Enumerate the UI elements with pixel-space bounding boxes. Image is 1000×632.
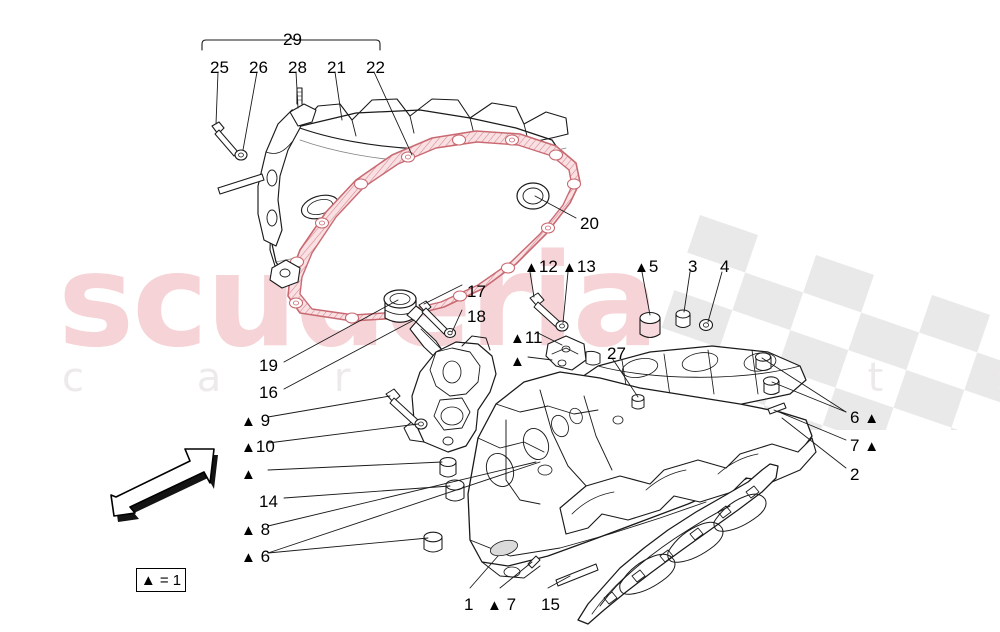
callout-22: 22 xyxy=(366,58,385,77)
triangle-marker: ▲ xyxy=(864,410,880,427)
callout-12: ▲12 xyxy=(524,258,558,275)
bolt-9-part xyxy=(385,388,419,426)
callout-9: ▲ 9 xyxy=(241,412,270,429)
callout-20: 20 xyxy=(580,214,599,233)
callout-6-left: ▲ 6 xyxy=(241,548,270,565)
washer-13-part xyxy=(555,320,569,332)
sensor-27-part xyxy=(631,394,645,410)
head-gasket-part xyxy=(577,463,779,625)
triangle-marker: ▲ xyxy=(634,259,649,276)
orientation-arrow-icon xyxy=(110,448,218,522)
callout-8-value: 8 xyxy=(260,520,271,539)
callout-triangle-blank-right: ▲ xyxy=(510,352,525,369)
pin-15-part xyxy=(555,563,599,587)
callout-triangle-blank-left: ▲ xyxy=(241,465,256,482)
callout-6-right-value: 6 xyxy=(850,408,860,427)
callout-26: 26 xyxy=(249,58,268,77)
leader-lines xyxy=(201,35,847,589)
callout-28: 28 xyxy=(288,58,307,77)
callout-11-value: 11 xyxy=(524,328,543,347)
cylinder-head-part xyxy=(467,345,817,579)
callout-16: 16 xyxy=(259,383,278,402)
triangle-marker: ▲ xyxy=(510,330,525,347)
callout-2: 2 xyxy=(850,465,860,484)
callout-19: 19 xyxy=(259,356,278,375)
callout-1: 1 xyxy=(464,595,474,614)
callout-6-left-value: 6 xyxy=(260,547,271,566)
callout-18: 18 xyxy=(467,307,486,326)
triangle-marker: ▲ xyxy=(241,439,256,456)
triangle-marker: ▲ xyxy=(562,259,577,276)
callout-4: 4 xyxy=(720,257,730,276)
triangle-marker: ▲ xyxy=(241,522,256,539)
callout-7-bottom: ▲ 7 xyxy=(487,596,516,613)
callout-15: 15 xyxy=(541,595,560,614)
callout-14: 14 xyxy=(259,492,278,511)
callout-5: ▲5 xyxy=(634,258,658,275)
triangle-marker: ▲ xyxy=(241,549,256,566)
washer-4-part xyxy=(698,318,714,332)
triangle-marker: ▲ xyxy=(510,353,525,370)
triangle-marker: ▲ xyxy=(241,466,256,483)
triangle-marker: ▲ xyxy=(241,413,256,430)
washer-10-part xyxy=(414,418,428,430)
callout-7-right-value: 7 xyxy=(850,436,860,455)
plug-3-part xyxy=(675,309,691,329)
callout-11: ▲11 xyxy=(510,329,543,346)
callout-3: 3 xyxy=(688,257,698,276)
callout-12-value: 12 xyxy=(538,257,558,276)
callout-21: 21 xyxy=(327,58,346,77)
triangle-marker: ▲ xyxy=(524,259,539,276)
front-bracket-casting-part xyxy=(403,335,497,453)
callout-7-right: 7 ▲ xyxy=(850,437,879,454)
triangle-marker: ▲ xyxy=(864,438,880,455)
long-stud-part xyxy=(211,121,265,195)
bush-5-part xyxy=(639,311,661,339)
cam-bracket-part xyxy=(545,335,601,371)
bolt-12-part xyxy=(529,292,561,328)
callout-10-value: 10 xyxy=(255,437,275,456)
callout-25: 25 xyxy=(210,58,229,77)
callout-29: 29 xyxy=(283,30,302,49)
callout-27: 27 xyxy=(607,344,626,363)
valve-cover-gasket-part xyxy=(287,130,582,324)
legend-box: ▲ = 1 xyxy=(136,568,186,592)
right-dowels-group xyxy=(754,352,787,415)
callout-5-value: 5 xyxy=(648,257,659,276)
callout-13: ▲13 xyxy=(562,258,596,275)
callout-17: 17 xyxy=(467,282,486,301)
pin-7-bottom-part xyxy=(527,555,541,569)
cover-bracket-part xyxy=(257,87,317,289)
callout-10: ▲10 xyxy=(241,438,275,455)
callout-6-right: 6 ▲ xyxy=(850,409,879,426)
callout-7-bottom-value: 7 xyxy=(506,595,517,614)
callout-13-value: 13 xyxy=(576,257,596,276)
screw-17-part xyxy=(418,300,449,335)
callout-9-value: 9 xyxy=(260,411,271,430)
triangle-marker: ▲ xyxy=(487,597,502,614)
callout-8: ▲ 8 xyxy=(241,521,270,538)
